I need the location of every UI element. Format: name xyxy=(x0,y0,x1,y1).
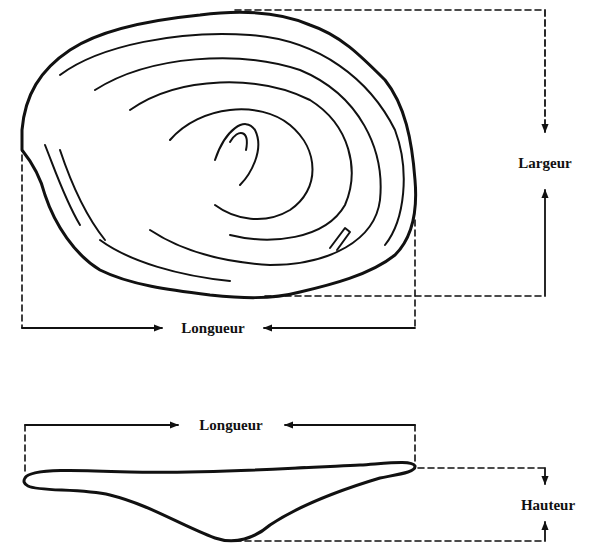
extension-lines xyxy=(22,10,545,541)
shell-profile xyxy=(24,462,415,540)
dimension-label: Longueur xyxy=(197,417,264,434)
dimension-arrows xyxy=(22,10,545,541)
shell-outline xyxy=(22,12,416,297)
dimension-label: Largeur xyxy=(516,155,573,172)
dimension-label: Longueur xyxy=(179,320,246,337)
growth-lines xyxy=(45,34,404,281)
dimension-label: Hauteur xyxy=(519,497,577,514)
